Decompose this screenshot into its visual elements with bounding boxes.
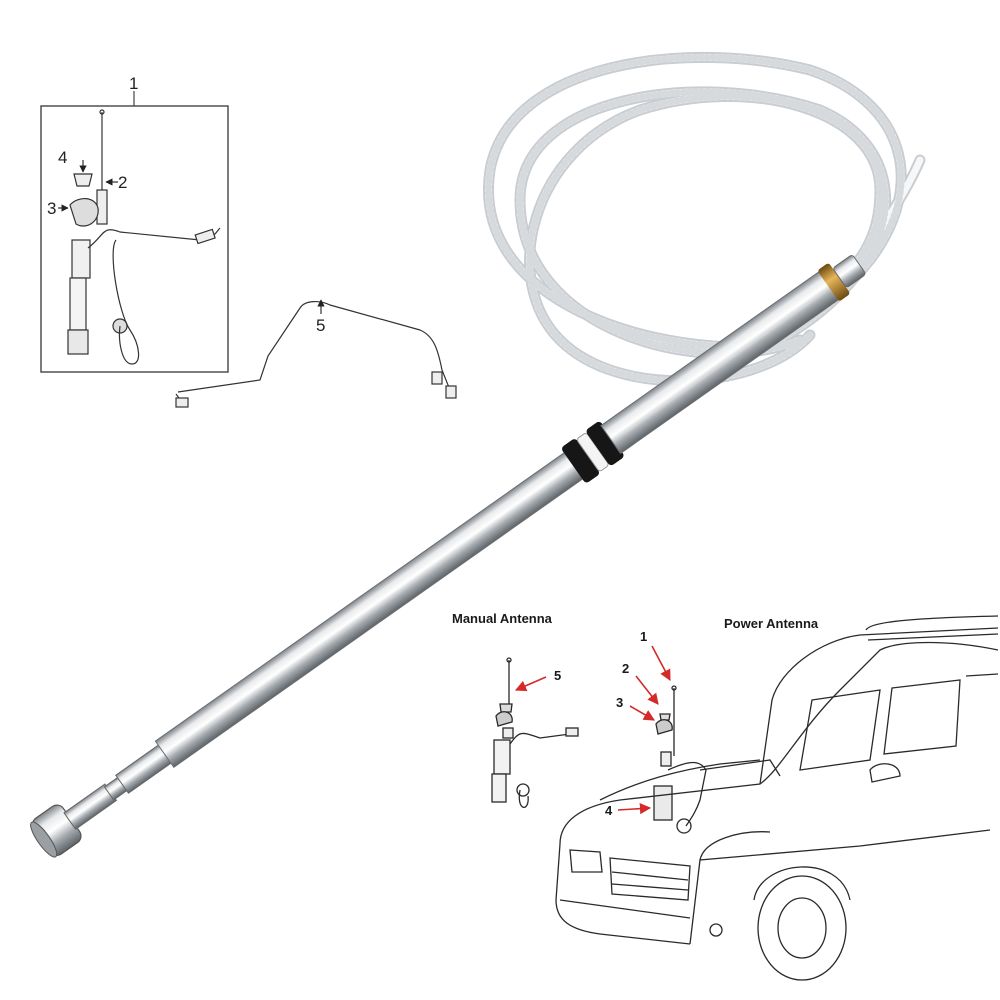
power-callout-2: 2 bbox=[622, 661, 630, 676]
power-antenna-drawing bbox=[653, 685, 707, 834]
callout-4-top-left: 4 bbox=[58, 148, 68, 167]
callout-1-top-left: 1 bbox=[129, 74, 139, 93]
arrow-power-4 bbox=[617, 803, 652, 815]
suv-outline bbox=[555, 615, 999, 981]
manual-antenna-drawing bbox=[491, 657, 579, 808]
manual-callout-5: 5 bbox=[554, 668, 562, 683]
brass-ring bbox=[818, 263, 850, 301]
antenna-mast bbox=[30, 255, 866, 858]
red-callout-arrows bbox=[514, 645, 671, 815]
top-left-diagram bbox=[40, 91, 457, 408]
bottom-right-diagram bbox=[491, 615, 999, 981]
callout-2-top-left: 2 bbox=[118, 173, 128, 192]
nylon-cable bbox=[482, 51, 926, 387]
arrow-power-2 bbox=[635, 675, 659, 705]
power-callout-1: 1 bbox=[640, 629, 648, 644]
arrow-manual-5 bbox=[514, 676, 547, 692]
arrow-power-3 bbox=[629, 705, 655, 721]
manual-antenna-title: Manual Antenna bbox=[452, 611, 552, 626]
extension-cable bbox=[177, 301, 453, 396]
power-callout-3: 3 bbox=[616, 695, 624, 710]
arrow-power-1 bbox=[651, 645, 671, 681]
power-callout-4: 4 bbox=[605, 803, 613, 818]
callout-3-top-left: 3 bbox=[47, 199, 57, 218]
black-ring bbox=[562, 439, 599, 483]
power-antenna-title: Power Antenna bbox=[724, 616, 819, 631]
callout-5-top-left: 5 bbox=[316, 316, 326, 335]
